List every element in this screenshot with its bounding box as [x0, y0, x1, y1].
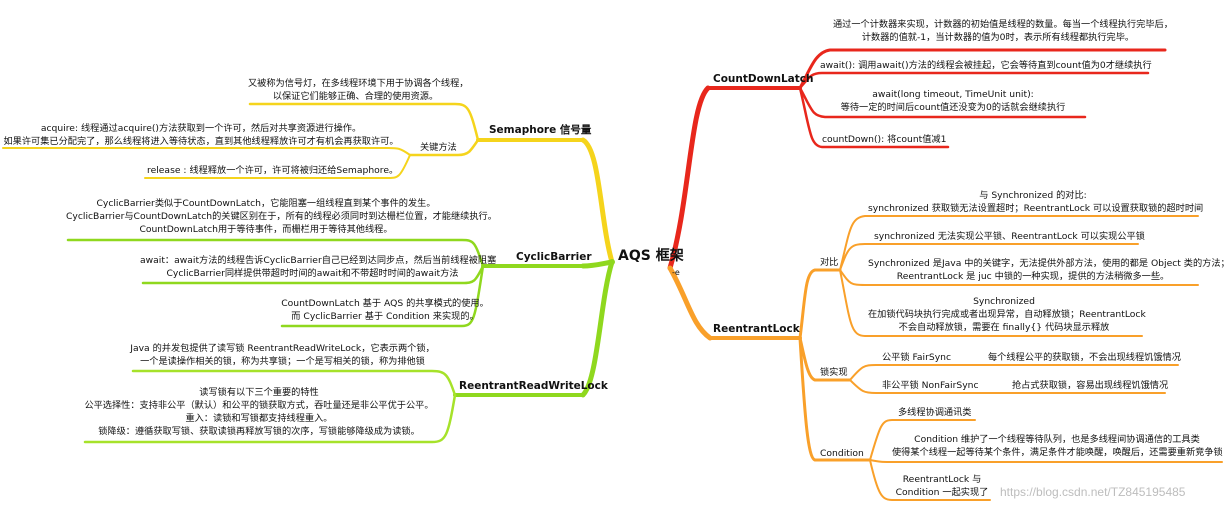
fairsync-description: 每个线程公平的获取锁，不会出现线程饥饿情况	[988, 352, 1181, 363]
branch-rrwl	[580, 259, 615, 398]
semaphore-key-methods: 关键方法	[420, 142, 457, 153]
countdownlatch-label: CountDownLatch	[713, 73, 814, 85]
root-title: AQS 框架	[618, 248, 684, 264]
cyclicbarrier-label: CyclicBarrier	[516, 251, 592, 263]
nonfairsync-description: 抢占式获取锁，容易出现线程饥饿情况	[1012, 380, 1169, 391]
semaphore-release: release : 线程释放一个许可，许可将被归还给Semaphore。	[147, 165, 399, 176]
root-subscript: -e	[672, 268, 680, 277]
lockimpl-label: 锁实现	[820, 367, 848, 378]
countdownlatch-await: await(): 调用await()方法的线程会被挂起，它会等待直到count值…	[820, 60, 1152, 71]
sync-comparison-timeout: 与 Synchronized 的对比:synchronized 获取锁无法设置超…	[868, 190, 1204, 214]
cyclicbarrier-aqs-note: CountDownLatch 基于 AQS 的共享模式的使用。而 CyclicB…	[281, 298, 489, 322]
sync-comparison-keyword: Synchronized 是Java 中的关键字，无法提供外部方法，使用的都是 …	[868, 258, 1228, 282]
semaphore-label: Semaphore 信号量	[489, 124, 592, 136]
countdownlatch-description: 通过一个计数器来实现，计数器的初始值是线程的数量。每当一个线程执行完毕后，计数器…	[833, 19, 1173, 43]
countdownlatch-await-timeout: await(long timeout, TimeUnit unit):等待一定的…	[840, 89, 1066, 113]
semaphore-description: 又被称为信号灯，在多线程环境下用于协调各个线程，以保证它们能够正确、合理的使用资…	[248, 78, 469, 102]
fairsync-label: 公平锁 FairSync	[882, 352, 952, 363]
condition-wait-queue: Condition 维护了一个线程等待队列，也是多线程间协调通信的工具类使得某个…	[892, 434, 1223, 458]
branch-semaphore	[580, 137, 615, 265]
rrwl-description: Java 的并发包提供了读写锁 ReentrantReadWriteLock，它…	[130, 343, 435, 367]
rrwl-features: 读写锁有以下三个重要的特性公平选择性：支持非公平（默认）和公平的锁获取方式，吞吐…	[84, 387, 434, 437]
csdn-watermark: https://blog.csdn.net/TZ845195485	[1000, 485, 1186, 499]
branch-countdownlatch	[667, 85, 711, 271]
cyclicbarrier-description: CyclicBarrier类似于CountDownLatch，它能阻塞一组线程直…	[66, 198, 497, 235]
branch-reentrantlock	[667, 265, 713, 341]
condition-label: Condition	[820, 448, 864, 459]
condition-multi-thread: 多线程协调通讯类	[898, 407, 972, 418]
reentrantlock-label: ReentrantLock	[713, 323, 800, 335]
semaphore-acquire: acquire: 线程通过acquire()方法获取到一个许可，然后对共享资源进…	[3, 123, 399, 147]
rrwl-label: ReentrantReadWriteLock	[459, 380, 608, 392]
cyclicbarrier-await: await：await方法的线程告诉CyclicBarrier自己已经到达同步点…	[140, 255, 497, 279]
countdownlatch-countdown: countDown(): 将count值减1	[822, 134, 947, 145]
compare-label: 对比	[820, 257, 839, 268]
nonfairsync-label: 非公平锁 NonFairSync	[882, 380, 979, 391]
sync-comparison-fair: synchronized 无法实现公平锁、ReentrantLock 可以实现公…	[874, 231, 1145, 242]
